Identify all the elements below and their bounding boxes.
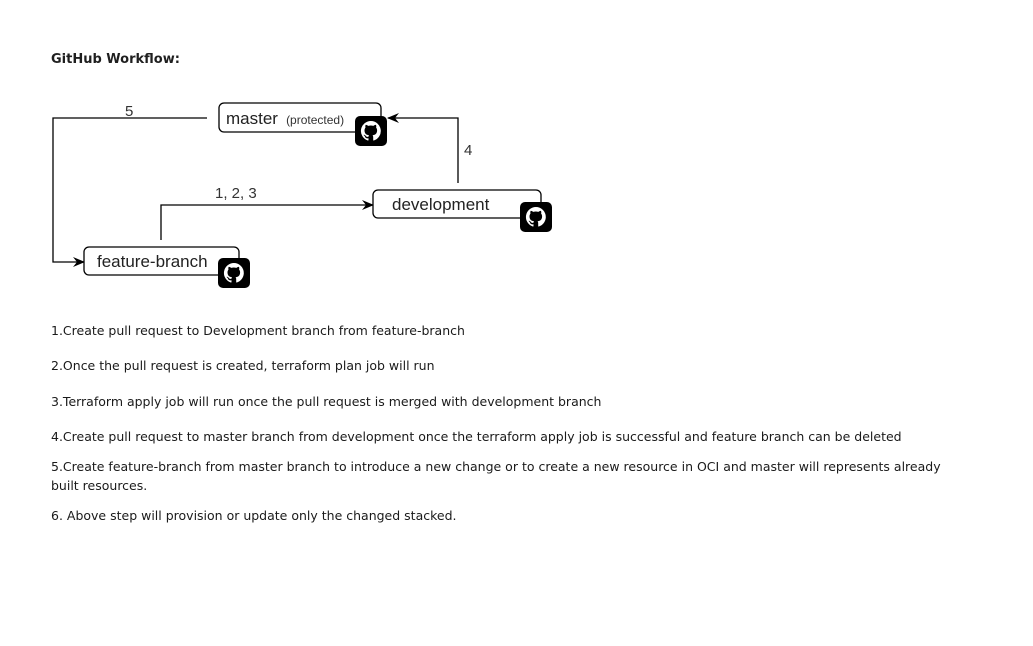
edge-label-1-2-3: 1, 2, 3 — [215, 185, 257, 202]
node-master: master (protected) — [218, 102, 387, 146]
step-item: 1.Create pull request to Development bra… — [51, 323, 465, 338]
edge-feature-to-development: 1, 2, 3 — [160, 185, 374, 240]
node-development: development — [372, 189, 552, 232]
github-icon — [218, 258, 250, 288]
step-item: 5.Create feature-branch from master bran… — [51, 459, 941, 493]
edge-development-to-master: 4 — [387, 113, 472, 183]
step-item: 6. Above step will provision or update o… — [51, 508, 457, 523]
page-heading: GitHub Workflow: — [51, 52, 180, 67]
github-icon — [520, 202, 552, 232]
edge-label-4: 4 — [464, 142, 472, 159]
node-master-label: master (protected) — [226, 109, 344, 128]
github-icon — [355, 116, 387, 146]
node-development-label: development — [392, 195, 490, 214]
step-item: 4.Create pull request to master branch f… — [51, 429, 902, 444]
workflow-diagram: 5 4 1, 2, 3 master (protected) developme… — [52, 102, 552, 288]
node-feature-branch-label: feature-branch — [97, 252, 208, 271]
step-item: 3.Terraform apply job will run once the … — [51, 394, 602, 409]
edge-master-to-feature: 5 — [52, 103, 207, 267]
node-feature-branch: feature-branch — [83, 246, 250, 288]
step-item: 2.Once the pull request is created, terr… — [51, 358, 435, 373]
edge-label-5: 5 — [125, 103, 133, 120]
